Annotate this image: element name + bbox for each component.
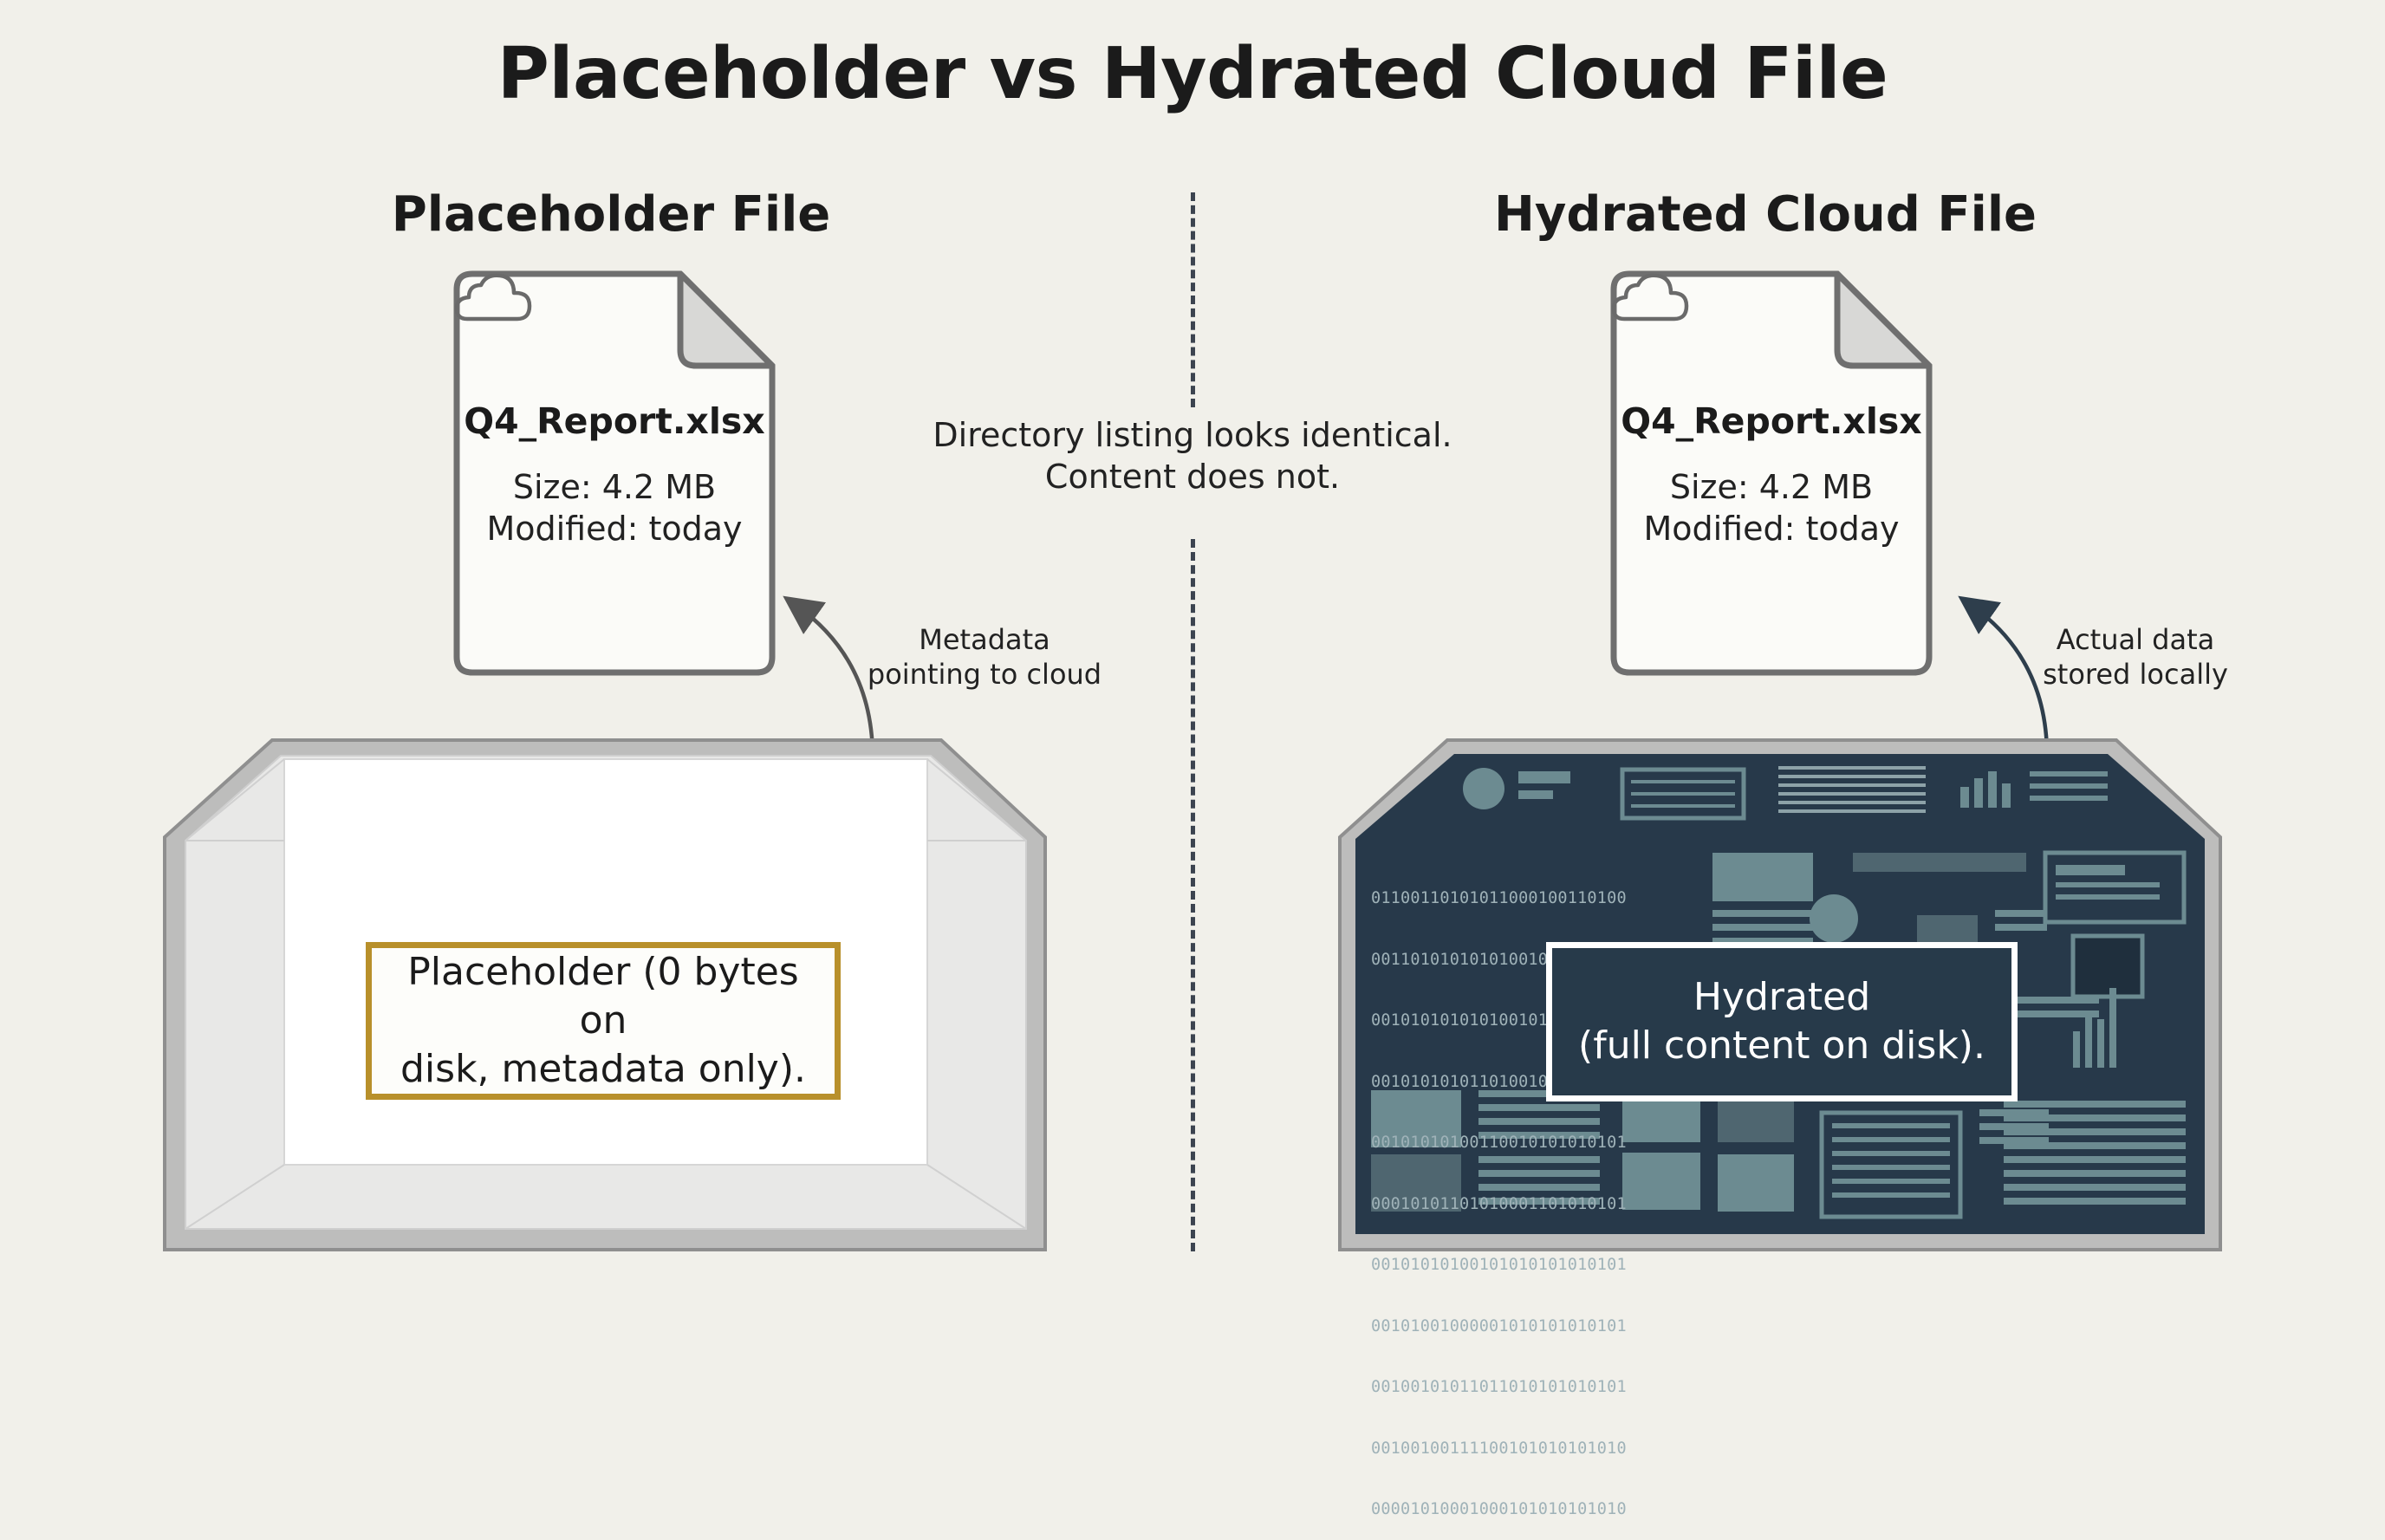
binary-line: 00101010101010010101010100 <box>1371 1011 1627 1030</box>
placeholder-file-card: Q4_Report.xlsx Size: 4.2 MB Modified: to… <box>453 270 776 676</box>
cloud-icon <box>454 273 532 322</box>
binary-line: 00110101010101001001101101 <box>1371 950 1627 969</box>
binary-line: 00001010001000101010101010 <box>1371 1500 1627 1518</box>
file-document-icon <box>453 270 776 676</box>
cloud-icon <box>1611 273 1689 322</box>
hydrated-heading: Hydrated Cloud File <box>1493 186 2037 243</box>
annotation-line2: pointing to cloud <box>867 658 1102 691</box>
annotation-line1: Actual data <box>2056 623 2215 656</box>
annotation-line1: Metadata <box>919 623 1050 656</box>
center-note-line1: Directory listing looks identical. <box>933 416 1452 454</box>
file-size: Size: 4.2 MB <box>512 468 717 506</box>
label-line1: Hydrated <box>1693 975 1871 1019</box>
center-divider-top <box>1191 192 1195 407</box>
label-line1: Placeholder (0 bytes on <box>407 950 799 1043</box>
file-name: Q4_Report.xlsx <box>1621 400 1922 442</box>
center-note: Directory listing looks identical. Conte… <box>889 414 1496 497</box>
file-name: Q4_Report.xlsx <box>464 400 765 442</box>
binary-line: 00101010100110010101010101 <box>1371 1134 1627 1152</box>
hydrated-file-card: Q4_Report.xlsx Size: 4.2 MB Modified: to… <box>1610 270 1933 676</box>
placeholder-label: Placeholder (0 bytes on disk, metadata o… <box>366 942 841 1100</box>
label-line2: (full content on disk). <box>1578 1023 1985 1068</box>
metadata-annotation: Metadata pointing to cloud <box>867 622 1102 692</box>
annotation-line2: stored locally <box>2043 658 2228 691</box>
actual-data-arrow <box>1958 595 2050 757</box>
label-line2: disk, metadata only). <box>400 1047 806 1091</box>
data-thumbnails <box>1463 767 2108 821</box>
binary-line: 00101010101101001001010110 <box>1371 1072 1627 1091</box>
binary-line: 00010101101010001101010101 <box>1371 1194 1627 1213</box>
file-modified: Modified: today <box>486 510 743 548</box>
binary-line: 00101010100101010101010101 <box>1371 1256 1627 1274</box>
binary-line: 01100110101011000100110100 <box>1371 889 1627 907</box>
annotation-arrows <box>783 595 2050 757</box>
center-note-line2: Content does not. <box>1044 458 1341 496</box>
hydrated-label: Hydrated (full content on disk). <box>1546 942 2018 1101</box>
binary-line: 00101001000001010101010101 <box>1371 1316 1627 1335</box>
diagram-title: Placeholder vs Hydrated Cloud File <box>497 33 1888 115</box>
metadata-arrow <box>783 595 875 757</box>
file-document-icon <box>1610 270 1933 676</box>
file-modified: Modified: today <box>1643 510 1900 548</box>
placeholder-heading: Placeholder File <box>391 186 831 243</box>
binary-data-block: 01100110101011000100110100 0011010101010… <box>1371 848 1627 1540</box>
binary-line: 00100100111100101010101010 <box>1371 1439 1627 1458</box>
binary-line: 00100101011011010101010101 <box>1371 1378 1627 1396</box>
file-size: Size: 4.2 MB <box>1669 468 1874 506</box>
center-divider-bottom <box>1191 539 1195 1251</box>
actual-data-annotation: Actual data stored locally <box>2033 622 2238 692</box>
